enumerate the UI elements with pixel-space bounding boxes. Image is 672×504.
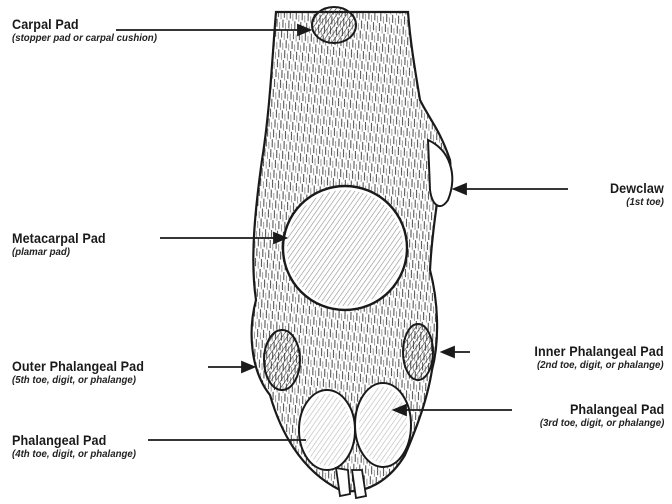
outer-phalangeal-pad-label: Outer Phalangeal Pad (5th toe, digit, or… [12,358,159,387]
carpal-pad-name: Carpal Pad [12,16,154,32]
dewclaw-shape [428,140,452,206]
inner-phalangeal-pad-name: Inner Phalangeal Pad [535,343,664,359]
phalangeal-pad-4th-name: Phalangeal Pad [12,432,133,448]
dewclaw-note: (1st toe) [609,196,664,209]
phalangeal-pad-4th-label: Phalangeal Pad (4th toe, digit, or phala… [12,432,147,461]
outer-phalangeal-pad-name: Outer Phalangeal Pad [12,358,144,374]
phalangeal-pad-3rd-name: Phalangeal Pad [542,401,664,417]
metacarpal-pad-label: Metacarpal Pad (plamar pad) [12,230,116,259]
outer-phalangeal-pad-note: (5th toe, digit, or phalange) [12,374,147,387]
toenail [336,468,350,496]
dewclaw-label: Dewclaw (1st toe) [604,180,664,209]
outer-phalangeal-pad-shape [264,330,300,390]
inner-phalangeal-pad-shape [403,324,433,380]
metacarpal-pad-name: Metacarpal Pad [12,230,106,246]
inner-phalangeal-pad-note: (2nd toe, digit, or phalange) [532,359,664,372]
phalangeal-pad-3rd-note: (3rd toe, digit, or phalange) [539,417,664,430]
carpal-pad-label: Carpal Pad (stopper pad or carpal cushio… [12,16,170,45]
inner-phalangeal-pad-label: Inner Phalangeal Pad (2nd toe, digit, or… [520,343,664,372]
phalangeal-pad-4th-note: (4th toe, digit, or phalange) [12,448,136,461]
carpal-pad-note: (stopper pad or carpal cushion) [12,32,157,45]
metacarpal-pad-note: (plamar pad) [12,246,108,259]
carpal-pad-shape [312,7,356,43]
dewclaw-name: Dewclaw [610,180,664,196]
phalangeal-pad-3rd-label: Phalangeal Pad (3rd toe, digit, or phala… [529,401,664,430]
